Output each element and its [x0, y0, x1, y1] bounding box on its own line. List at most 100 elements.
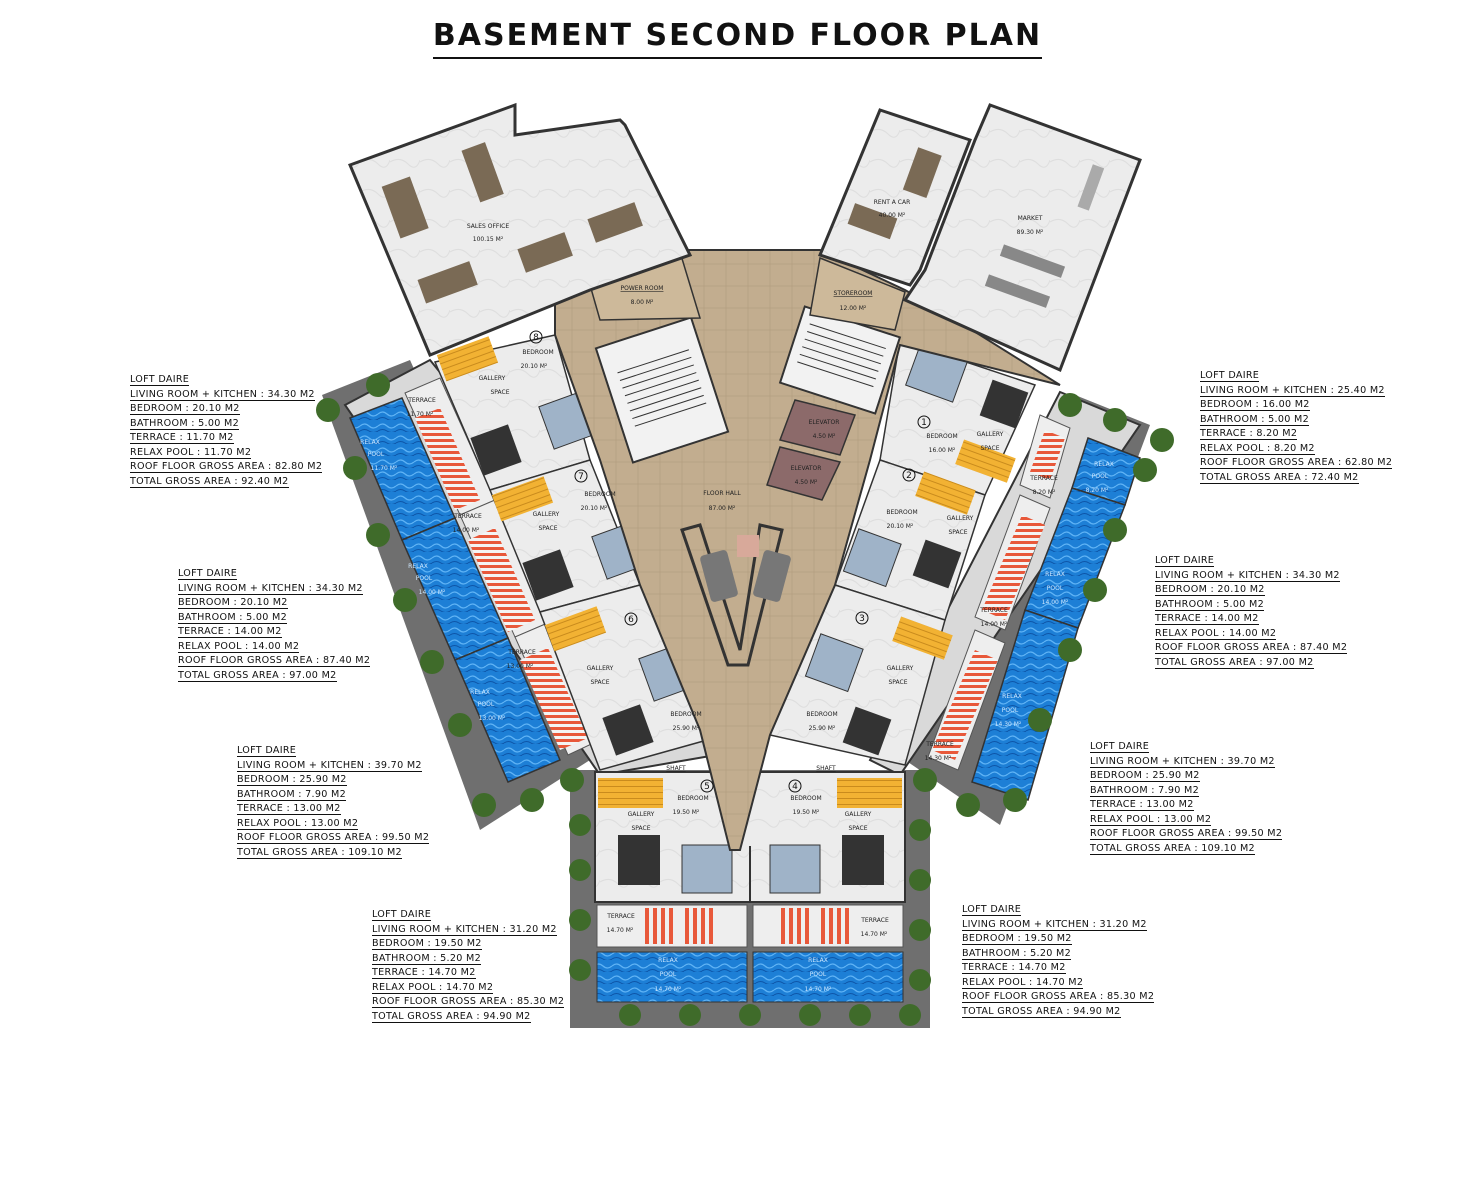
svg-text:POOL: POOL	[478, 701, 495, 708]
svg-text:GALLERY: GALLERY	[845, 811, 872, 818]
svg-text:14.30 M²: 14.30 M²	[925, 755, 952, 762]
svg-text:11.70 M²: 11.70 M²	[371, 465, 398, 472]
svg-text:SPACE: SPACE	[590, 679, 609, 686]
svg-text:14.00 M²: 14.00 M²	[453, 527, 480, 534]
svg-text:8.20 M²: 8.20 M²	[1033, 489, 1056, 496]
svg-text:19.50 M²: 19.50 M²	[793, 809, 820, 816]
sales-office	[348, 102, 693, 357]
svg-text:6: 6	[628, 615, 634, 625]
svg-text:POOL: POOL	[810, 971, 827, 978]
svg-text:13.00 M²: 13.00 M²	[507, 663, 534, 670]
svg-text:RELAX: RELAX	[1045, 571, 1065, 578]
svg-text:SPACE: SPACE	[490, 389, 509, 396]
svg-text:8.00 M²: 8.00 M²	[631, 299, 654, 306]
svg-text:SPACE: SPACE	[848, 825, 867, 832]
svg-text:RELAX: RELAX	[1094, 461, 1114, 468]
svg-text:11.70 M²: 11.70 M²	[407, 411, 434, 418]
svg-text:POOL: POOL	[368, 451, 385, 458]
rent-a-car	[817, 108, 972, 287]
svg-text:SPACE: SPACE	[538, 525, 557, 532]
svg-text:4.50 M²: 4.50 M²	[795, 479, 818, 486]
svg-text:16.00 M²: 16.00 M²	[929, 447, 956, 454]
svg-text:TERRACE: TERRACE	[407, 397, 436, 404]
svg-text:19.50 M²: 19.50 M²	[673, 809, 700, 816]
svg-text:TERRACE: TERRACE	[860, 917, 889, 924]
svg-text:25.90 M²: 25.90 M²	[673, 725, 700, 732]
svg-text:GALLERY: GALLERY	[587, 665, 614, 672]
svg-text:POWER ROOM: POWER ROOM	[621, 285, 664, 292]
relax-pool-5	[596, 951, 748, 1003]
svg-text:SALES OFFICE: SALES OFFICE	[467, 223, 509, 230]
svg-text:POOL: POOL	[1092, 473, 1109, 480]
svg-text:14.70 M²: 14.70 M²	[607, 927, 634, 934]
svg-text:14.70 M²: 14.70 M²	[655, 986, 682, 993]
svg-text:8: 8	[533, 333, 539, 343]
svg-text:BEDROOM: BEDROOM	[670, 711, 701, 718]
svg-text:GALLERY: GALLERY	[947, 515, 974, 522]
relax-pool-6	[454, 637, 561, 783]
svg-text:1: 1	[921, 418, 927, 428]
svg-text:RELAX: RELAX	[360, 439, 380, 446]
svg-text:RELAX: RELAX	[658, 957, 678, 964]
svg-text:14.00 M²: 14.00 M²	[419, 589, 446, 596]
svg-text:RENT A CAR: RENT A CAR	[874, 199, 911, 206]
svg-text:14.00 M²: 14.00 M²	[1042, 599, 1069, 606]
svg-text:ELEVATOR: ELEVATOR	[791, 465, 822, 472]
svg-text:BEDROOM: BEDROOM	[522, 349, 553, 356]
svg-text:RELAX: RELAX	[1002, 693, 1022, 700]
svg-text:MARKET: MARKET	[1018, 215, 1043, 222]
elevator-1	[779, 399, 856, 456]
relax-pool-4	[752, 951, 904, 1003]
svg-text:STOREROOM: STOREROOM	[834, 290, 873, 297]
svg-text:BEDROOM: BEDROOM	[806, 711, 837, 718]
market	[902, 103, 1142, 373]
svg-text:7: 7	[578, 472, 584, 482]
svg-text:SPACE: SPACE	[888, 679, 907, 686]
relax-pool-3	[971, 609, 1079, 801]
svg-text:SPACE: SPACE	[948, 529, 967, 536]
svg-text:14.30 M²: 14.30 M²	[995, 721, 1022, 728]
svg-text:SPACE: SPACE	[631, 825, 650, 832]
svg-text:20.10 M²: 20.10 M²	[887, 523, 914, 530]
svg-text:SHAFT: SHAFT	[816, 765, 836, 772]
svg-text:14.70 M²: 14.70 M²	[861, 931, 888, 938]
svg-text:100.15 M²: 100.15 M²	[473, 236, 504, 243]
svg-text:TERRACE: TERRACE	[507, 649, 536, 656]
svg-text:TERRACE: TERRACE	[606, 913, 635, 920]
svg-text:BEDROOM: BEDROOM	[790, 795, 821, 802]
svg-text:POOL: POOL	[1047, 585, 1064, 592]
svg-text:RELAX: RELAX	[408, 563, 428, 570]
svg-text:GALLERY: GALLERY	[887, 665, 914, 672]
svg-text:4.50 M²: 4.50 M²	[813, 433, 836, 440]
svg-text:POOL: POOL	[1002, 707, 1019, 714]
elevator-2	[766, 446, 842, 501]
svg-text:20.10 M²: 20.10 M²	[581, 505, 608, 512]
svg-text:89.30 M²: 89.30 M²	[1017, 229, 1044, 236]
svg-text:5: 5	[704, 782, 710, 792]
room-labels: SALES OFFICE 100.15 M² RENT A CAR 40.00 …	[360, 199, 1114, 993]
svg-text:TERRACE: TERRACE	[979, 607, 1008, 614]
svg-text:RELAX: RELAX	[808, 957, 828, 964]
svg-text:TERRACE: TERRACE	[453, 513, 482, 520]
svg-text:14.00 M²: 14.00 M²	[981, 621, 1008, 628]
svg-text:8.20 M²: 8.20 M²	[1086, 487, 1109, 494]
svg-text:2: 2	[906, 471, 912, 481]
svg-text:SHAFT: SHAFT	[666, 765, 686, 772]
page-title: BASEMENT SECOND FLOOR PLAN	[0, 18, 1475, 59]
svg-text:BEDROOM: BEDROOM	[886, 509, 917, 516]
svg-text:FLOOR HALL: FLOOR HALL	[703, 490, 741, 497]
svg-text:GALLERY: GALLERY	[479, 375, 506, 382]
right-wing	[768, 339, 1142, 801]
svg-text:BEDROOM: BEDROOM	[926, 433, 957, 440]
svg-text:TERRACE: TERRACE	[925, 741, 954, 748]
svg-text:POOL: POOL	[660, 971, 677, 978]
svg-text:POOL: POOL	[416, 575, 433, 582]
svg-text:GALLERY: GALLERY	[977, 431, 1004, 438]
